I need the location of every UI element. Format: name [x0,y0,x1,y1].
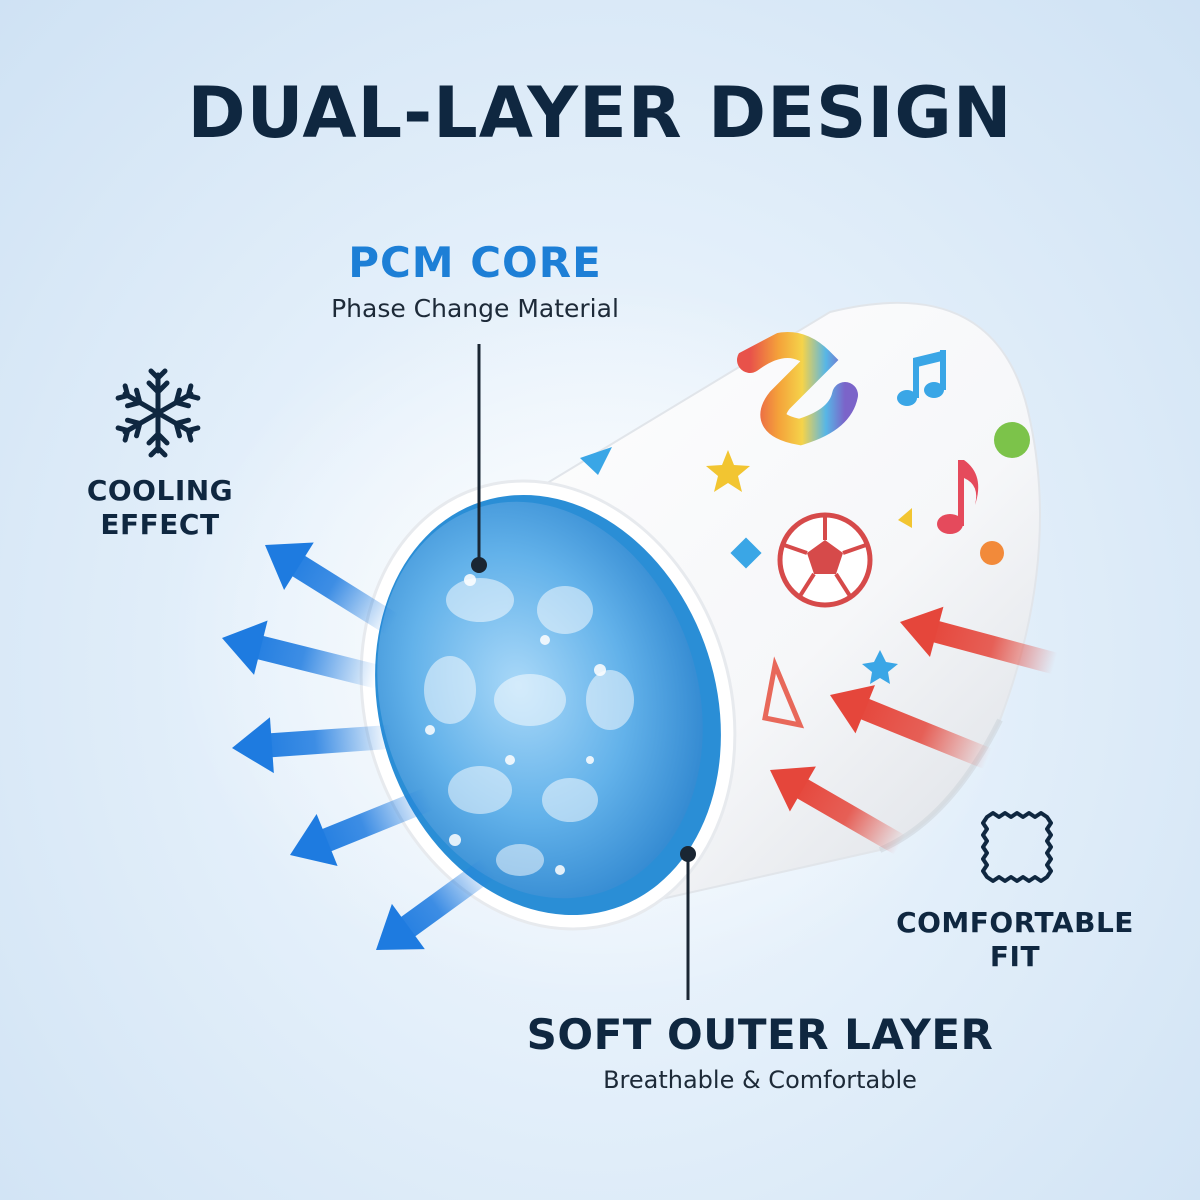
cooling-label-line2: EFFECT [100,508,220,541]
heat-arrow [900,606,1058,675]
pcm-gel-core [375,494,721,916]
sleeve-prints [580,332,1030,729]
fabric-swatch-icon [981,811,1053,883]
orange-dot [980,541,1004,565]
cool-arrow [222,620,381,689]
cooling-label-line1: COOLING [86,474,234,507]
cool-arrow [232,717,393,774]
pcm-core-subtitle: Phase Change Material [331,294,619,323]
page-title: DUAL-LAYER DESIGN [187,72,1013,154]
cool-arrow [265,542,399,635]
rainbow-print [737,332,858,446]
heat-arrow [770,766,906,855]
outline-triangle [762,656,805,729]
yellow-star [706,450,750,492]
heat-arrows [770,606,1058,855]
blue-triangle [580,447,612,475]
soccer-ball-icon [777,512,873,608]
core-leader-dot [471,557,487,573]
outer-layer-subtitle: Breathable & Comfortable [603,1066,917,1094]
pcm-core-title: PCM CORE [348,238,602,287]
cool-arrow [290,787,434,866]
cooling-arrows [222,542,497,950]
comfort-label-line1: COMFORTABLE [896,906,1134,939]
cool-arrow [376,858,497,950]
cooling-effect-label: COOLING EFFECT [60,474,260,542]
outer-leader-dot [680,846,696,862]
music-note-blue-icon [897,350,946,406]
comfort-label-line2: FIT [989,940,1041,973]
heat-arrow [830,685,992,769]
blue-star [862,650,898,684]
green-dot [994,422,1030,458]
yellow-triangle [898,508,912,528]
outer-layer-title: SOFT OUTER LAYER [526,1010,994,1059]
snowflake-icon [117,368,199,455]
music-note-red-icon [937,460,979,534]
comfortable-fit-label: COMFORTABLE FIT [880,906,1150,974]
